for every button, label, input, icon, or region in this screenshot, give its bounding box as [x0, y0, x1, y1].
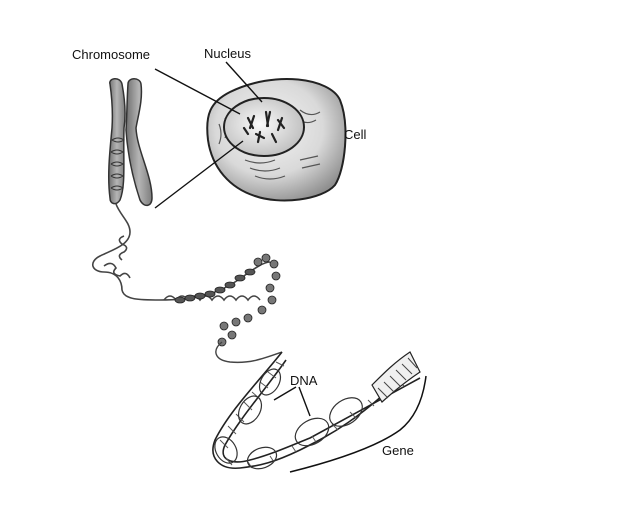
dna-label: DNA — [290, 373, 318, 388]
nucleosomes — [217, 253, 281, 347]
chromosome-label: Chromosome — [72, 47, 151, 62]
cell-label: Cell — [344, 127, 367, 142]
supercoiled-section — [174, 268, 256, 304]
chromatin-fiber — [92, 203, 271, 302]
linker-dna — [215, 341, 283, 364]
dna-end-segment — [371, 351, 421, 403]
cell — [206, 77, 347, 202]
nucleus — [223, 97, 305, 157]
helix-twists — [214, 368, 363, 470]
chromatin-coil — [110, 137, 125, 191]
nucleus-chromosomes — [242, 110, 286, 144]
nucleus-label: Nucleus — [204, 46, 251, 61]
pointer-lines — [154, 61, 311, 417]
end-base-pairs — [377, 357, 418, 399]
gene-label: Gene — [382, 443, 414, 458]
gene-bracket — [289, 375, 427, 473]
chromosome — [107, 78, 153, 207]
dna-double-helix — [212, 351, 421, 470]
